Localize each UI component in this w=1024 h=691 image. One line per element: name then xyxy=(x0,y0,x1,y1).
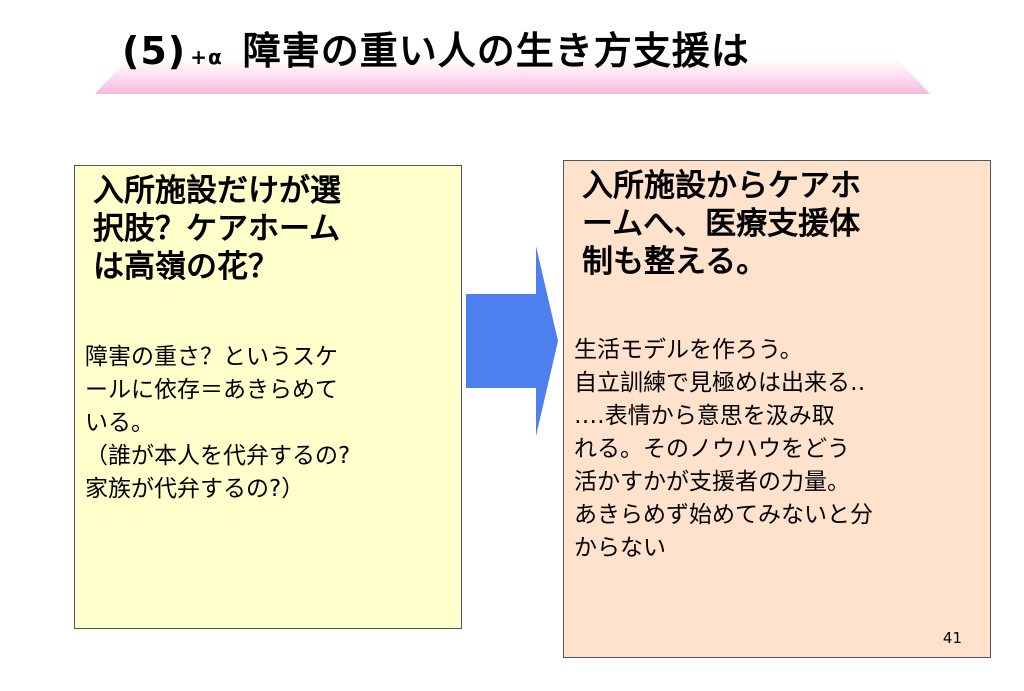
left-body: 障害の重さ？というスケ ールに依存＝あきらめて いる。 （誰が本人を代弁するの?… xyxy=(85,344,351,502)
page-number: 41 xyxy=(942,629,962,647)
title-main: 障害の重い人の生き方支援は xyxy=(242,29,750,73)
slide-title: (5) +α 障害の重い人の生き方支援は xyxy=(122,20,750,90)
right-heading: 入所施設からケアホ ームへ、医療支援体 制も整える。 xyxy=(582,168,861,280)
title-suffix: +α xyxy=(190,45,223,69)
right-body: 生活モデルを作ろう。 自立訓練で見極めは出来る‥ ‥‥表情から意思を汲み取 れる… xyxy=(574,337,873,561)
title-ribbon xyxy=(95,58,930,94)
title-area: (5) +α 障害の重い人の生き方支援は xyxy=(0,0,1024,100)
left-heading: 入所施設だけが選 択肢？ケアホーム は高嶺の花？ xyxy=(93,173,341,285)
left-text-box: 入所施設だけが選 択肢？ケアホーム は高嶺の花？ 障害の重さ？というスケ ールに… xyxy=(74,165,462,629)
right-arrow-icon xyxy=(466,246,558,436)
right-text-box: 入所施設からケアホ ームへ、医療支援体 制も整える。 生活モデルを作ろう。 自立… xyxy=(563,160,991,658)
title-number: (5) xyxy=(122,29,187,73)
